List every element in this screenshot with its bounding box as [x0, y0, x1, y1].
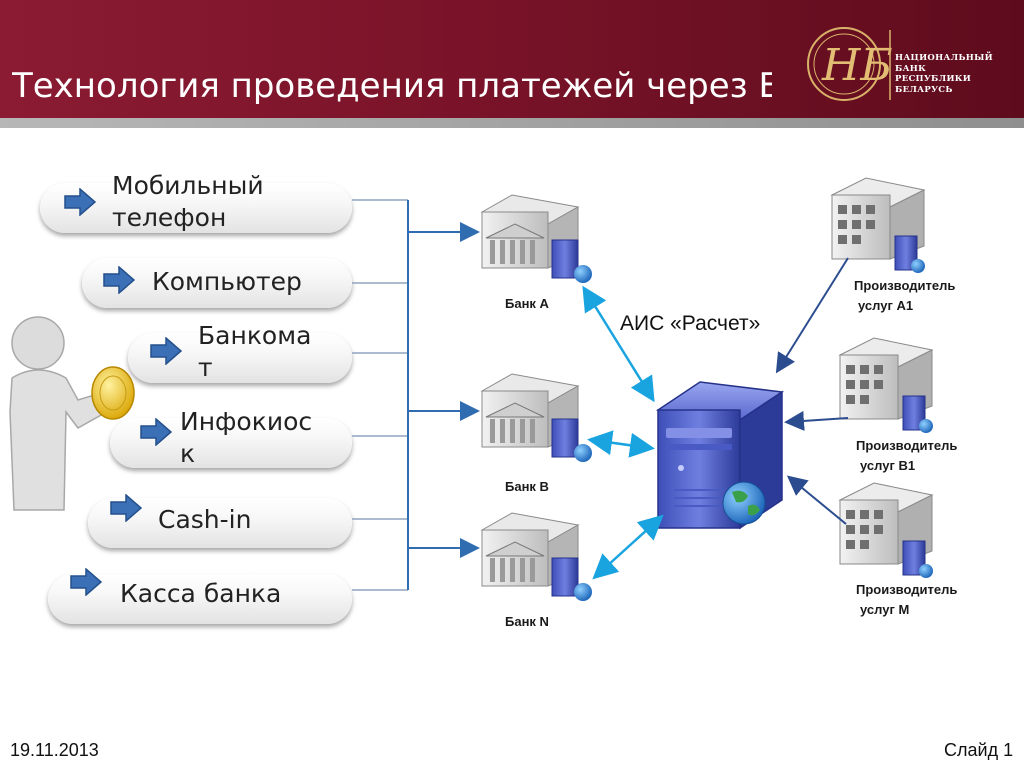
- provider-b1-label: Производитель услуг В1: [856, 436, 957, 476]
- channel-label-line: Мобильный: [112, 171, 264, 200]
- logo-text: НАЦИОНАЛЬНЫЙ БАНК РЕСПУБЛИКИ БЕЛАРУСЬ: [895, 53, 993, 95]
- bank-a-icon: [480, 194, 592, 283]
- provider-label-line: Производитель: [856, 438, 958, 453]
- provider-b1-icon: [838, 337, 934, 433]
- ais-server-icon: [655, 381, 785, 530]
- provider-a1-icon: [830, 177, 926, 273]
- arrow-right-icon: [110, 494, 142, 522]
- channel-connectors: [352, 199, 408, 591]
- svg-text:НБ: НБ: [821, 40, 893, 91]
- provider-m-icon: [838, 482, 934, 578]
- logo-line: БЕЛАРУСЬ: [895, 84, 953, 95]
- slide-title: Технология проведения платежей через ЕРИ…: [12, 66, 772, 106]
- slide-date: 19.11.2013: [10, 740, 99, 760]
- channel-label-line: Инфокиос: [180, 407, 313, 436]
- provider-a1-label: Производитель услуг А1: [854, 276, 955, 316]
- logo-line: БАНК: [895, 63, 927, 74]
- arrow-right-icon: [103, 266, 135, 294]
- arrow-right-icon: [140, 418, 172, 446]
- bank-a-label: Банк А: [505, 296, 549, 311]
- channel-label: Банкома т: [198, 320, 311, 384]
- channel-label: Компьютер: [152, 266, 302, 298]
- channel-label-line: Касса банка: [120, 579, 282, 608]
- arrow-right-icon: [70, 568, 102, 596]
- provider-label-line: Производитель: [854, 278, 956, 293]
- channel-label-line: телефон: [112, 203, 227, 232]
- provider-m-label: Производитель услуг М: [856, 580, 957, 620]
- ais-label: АИС «Расчет»: [620, 312, 761, 335]
- provider-label-line: услуг М: [860, 602, 910, 617]
- provider-ais-arrows: [775, 257, 849, 525]
- provider-label-line: услуг В1: [860, 458, 916, 473]
- bank-n-label: Банк N: [505, 614, 549, 629]
- channel-label: Мобильный телефон: [112, 170, 264, 234]
- channel-label-line: т: [198, 353, 213, 382]
- bank-b-label: Банк В: [505, 479, 549, 494]
- bank-b-icon: [480, 373, 592, 462]
- provider-label-line: услуг А1: [858, 298, 914, 313]
- channel-mobile: [40, 183, 352, 233]
- slide-number: Слайд 1: [944, 740, 1014, 760]
- arrow-right-icon: [150, 337, 182, 365]
- person-with-coin-icon: [9, 316, 135, 511]
- bus-lines: [407, 200, 480, 590]
- channel-label: Cash-in: [158, 504, 251, 536]
- arrow-right-icon: [64, 188, 96, 216]
- logo-line: РЕСПУБЛИКИ: [895, 74, 972, 84]
- logo-line: НАЦИОНАЛЬНЫЙ: [895, 53, 993, 63]
- channel-label: Инфокиос к: [180, 406, 312, 470]
- provider-label-line: Производитель: [856, 582, 958, 597]
- channel-label-line: Cash-in: [158, 505, 252, 534]
- channel-label-line: Банкома: [198, 321, 312, 350]
- channel-label-line: Компьютер: [152, 267, 302, 296]
- channel-label-line: к: [180, 439, 196, 468]
- channel-label: Касса банка: [120, 578, 281, 610]
- bank-n-icon: [480, 512, 592, 601]
- header-divider: [0, 118, 1024, 128]
- national-bank-logo: НБ: [807, 27, 893, 101]
